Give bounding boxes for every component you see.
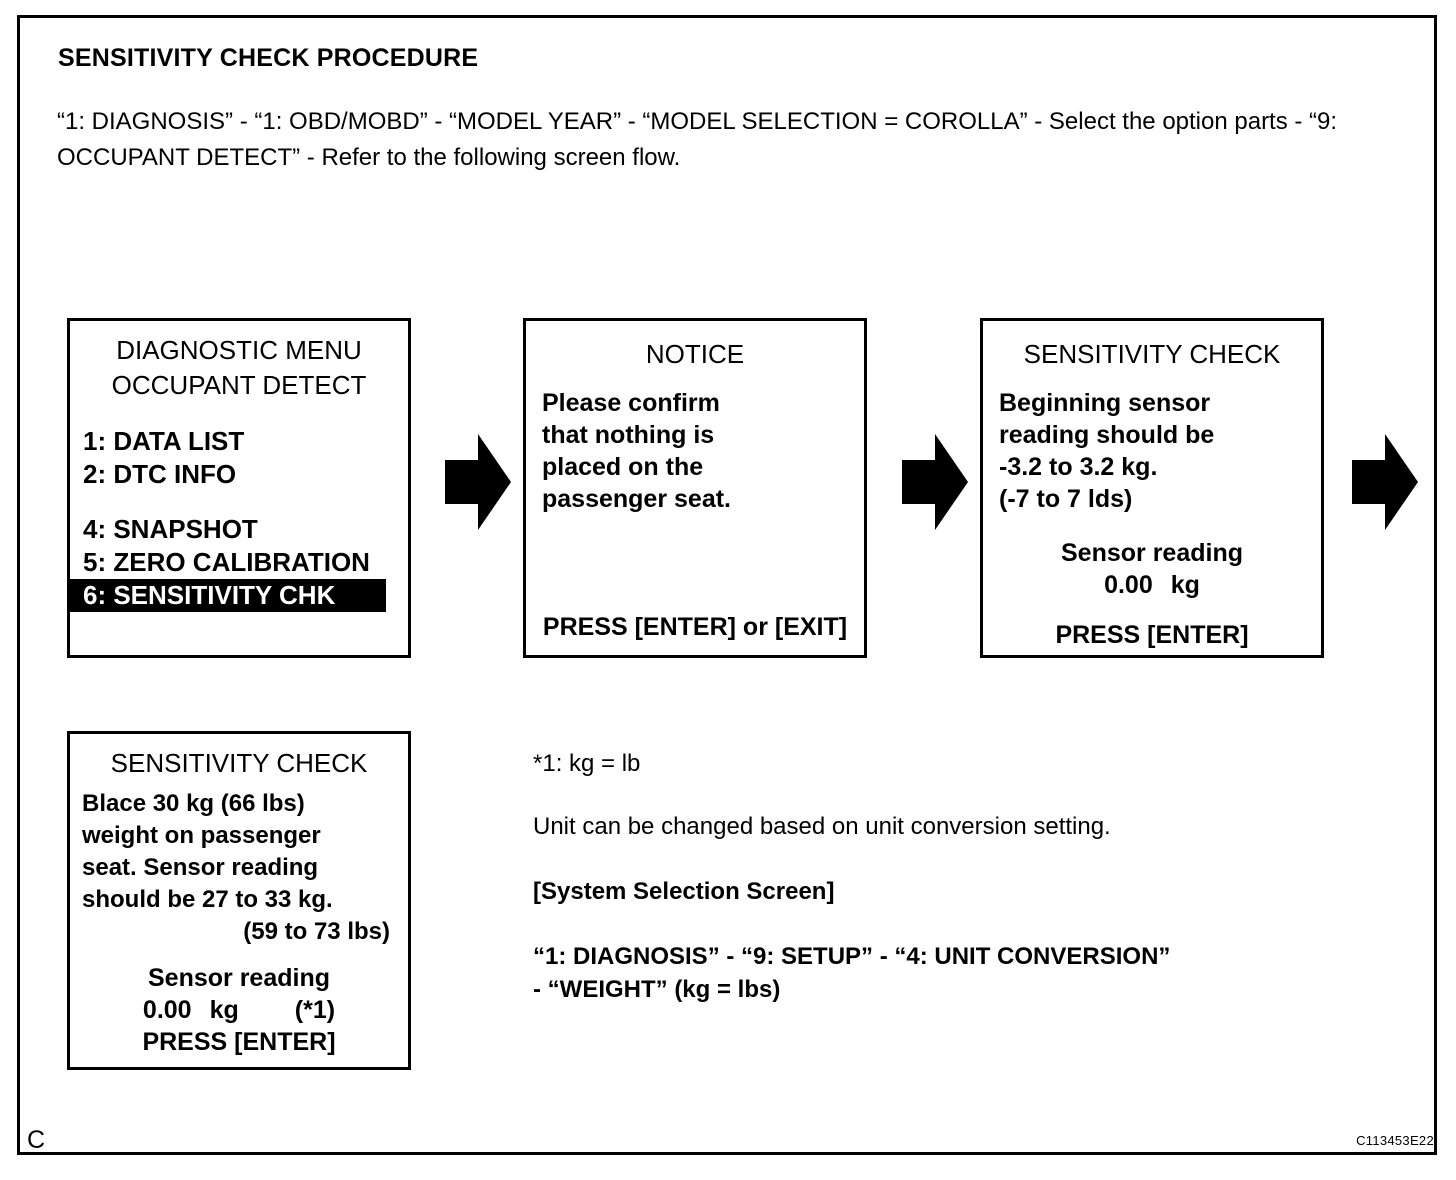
sensitivity-begin-line-3: -3.2 to 3.2 kg. bbox=[999, 453, 1158, 481]
sensitivity-weight-line-1: Blace 30 kg (66 lbs) bbox=[82, 790, 305, 817]
sensitivity-weight-footer-prompt: PRESS [ENTER] bbox=[142, 1028, 336, 1056]
menu-item-dtc-info[interactable]: 2: DTC INFO bbox=[83, 459, 237, 489]
sensitivity-weight-line-5: (59 to 73 lbs) bbox=[243, 918, 390, 945]
flow-arrow-right-icon bbox=[902, 434, 968, 530]
sensitivity-begin-title: SENSITIVITY CHECK bbox=[1023, 339, 1281, 369]
corner-mark: C bbox=[27, 1126, 46, 1154]
notice-body: Please confirm that nothing is placed on… bbox=[526, 387, 864, 515]
screen-sensitivity-check-begin: SENSITIVITY CHECK Beginning sensor readi… bbox=[980, 318, 1324, 658]
notes-block: *1: kg = lb Unit can be changed based on… bbox=[533, 747, 1333, 1006]
sensitivity-begin-footer-prompt: PRESS [ENTER] bbox=[1055, 621, 1249, 649]
menu-item-data-list[interactable]: 1: DATA LIST bbox=[83, 426, 245, 456]
notice-body-line-2: that nothing is bbox=[542, 421, 715, 449]
menu-item-zero-calibration[interactable]: 5: ZERO CALIBRATION bbox=[83, 547, 370, 577]
notice-body-line-4: passenger seat. bbox=[542, 485, 731, 513]
intro-paragraph: “1: DIAGNOSIS” - “1: OBD/MOBD” - “MODEL … bbox=[57, 108, 1338, 171]
sensitivity-weight-line-2: weight on passenger bbox=[82, 822, 321, 849]
menu-spacer bbox=[70, 491, 408, 513]
sensitivity-begin-line-2: reading should be bbox=[999, 421, 1215, 449]
diagnostic-menu-list: 1: DATA LIST 2: DTC INFO 4: SNAPSHOT 5: … bbox=[70, 425, 408, 612]
sensitivity-begin-line-1: Beginning sensor bbox=[999, 389, 1211, 417]
notice-body-line-1: Please confirm bbox=[542, 389, 720, 417]
sensitivity-weight-reading-value: 0.00 bbox=[142, 996, 192, 1024]
note-menu-path-line-2: - “WEIGHT” (kg = lbs) bbox=[533, 976, 781, 1003]
sensitivity-begin-line-4: (-7 to 7 lds) bbox=[999, 485, 1133, 513]
sensitivity-begin-reading-label: Sensor reading bbox=[1061, 539, 1243, 567]
diagnostic-menu-header: DIAGNOSTIC MENU OCCUPANT DETECT bbox=[70, 333, 408, 403]
notice-footer-prompt: PRESS [ENTER] or [EXIT] bbox=[542, 613, 848, 641]
sensitivity-weight-title: SENSITIVITY CHECK bbox=[110, 748, 368, 778]
sensitivity-weight-reading: Sensor reading 0.00 kg (*1) PRESS [ENTER] bbox=[70, 962, 408, 1058]
notice-title: NOTICE bbox=[645, 339, 745, 369]
sensitivity-weight-reading-row: 0.00 kg (*1) bbox=[70, 994, 408, 1026]
sensitivity-begin-reading: Sensor reading 0.00 kg bbox=[983, 537, 1321, 601]
menu-item-sensitivity-chk[interactable]: 6: SENSITIVITY CHK bbox=[70, 579, 386, 612]
note-menu-path-line-1: “1: DIAGNOSIS” - “9: SETUP” - “4: UNIT C… bbox=[533, 943, 1171, 970]
flow-arrow-right-icon bbox=[445, 434, 511, 530]
diagnostic-menu-title-line2: OCCUPANT DETECT bbox=[111, 370, 367, 400]
note-footnote: *1: kg = lb bbox=[533, 750, 641, 777]
page-title: SENSITIVITY CHECK PROCEDURE bbox=[58, 44, 479, 72]
screen-sensitivity-check-weight: SENSITIVITY CHECK Blace 30 kg (66 lbs) w… bbox=[67, 731, 411, 1070]
sensitivity-weight-line-3: seat. Sensor reading bbox=[82, 854, 319, 881]
note-section-heading: [System Selection Screen] bbox=[533, 878, 835, 905]
screen-notice: NOTICE Please confirm that nothing is pl… bbox=[523, 318, 867, 658]
menu-item-snapshot[interactable]: 4: SNAPSHOT bbox=[83, 514, 258, 544]
note-spacer bbox=[533, 843, 1333, 875]
diagnostic-menu-title-line1: DIAGNOSTIC MENU bbox=[116, 335, 362, 365]
sensitivity-begin-reading-unit: kg bbox=[1170, 571, 1200, 599]
sensitivity-begin-reading-value: 0.00 bbox=[1104, 571, 1153, 599]
sensitivity-weight-line-4: should be 27 to 33 kg. bbox=[82, 886, 333, 913]
reference-code: C113453E22 bbox=[1356, 1133, 1434, 1148]
note-spacer bbox=[533, 780, 1333, 810]
sensitivity-begin-reading-row: 0.00 kg bbox=[983, 569, 1321, 601]
screen-diagnostic-menu: DIAGNOSTIC MENU OCCUPANT DETECT 1: DATA … bbox=[67, 318, 411, 658]
sensitivity-weight-footnote-mark: (*1) bbox=[294, 996, 336, 1024]
sensitivity-weight-body: Blace 30 kg (66 lbs) weight on passenger… bbox=[70, 788, 408, 948]
sensitivity-weight-reading-label: Sensor reading bbox=[148, 964, 330, 992]
note-spacer bbox=[533, 908, 1333, 940]
flow-arrow-right-icon bbox=[1352, 434, 1424, 530]
sensitivity-weight-reading-unit: kg bbox=[209, 996, 239, 1024]
sensitivity-begin-body: Beginning sensor reading should be -3.2 … bbox=[983, 387, 1321, 515]
notice-body-line-3: placed on the bbox=[542, 453, 704, 481]
note-unit-conversion: Unit can be changed based on unit conver… bbox=[533, 813, 1111, 840]
